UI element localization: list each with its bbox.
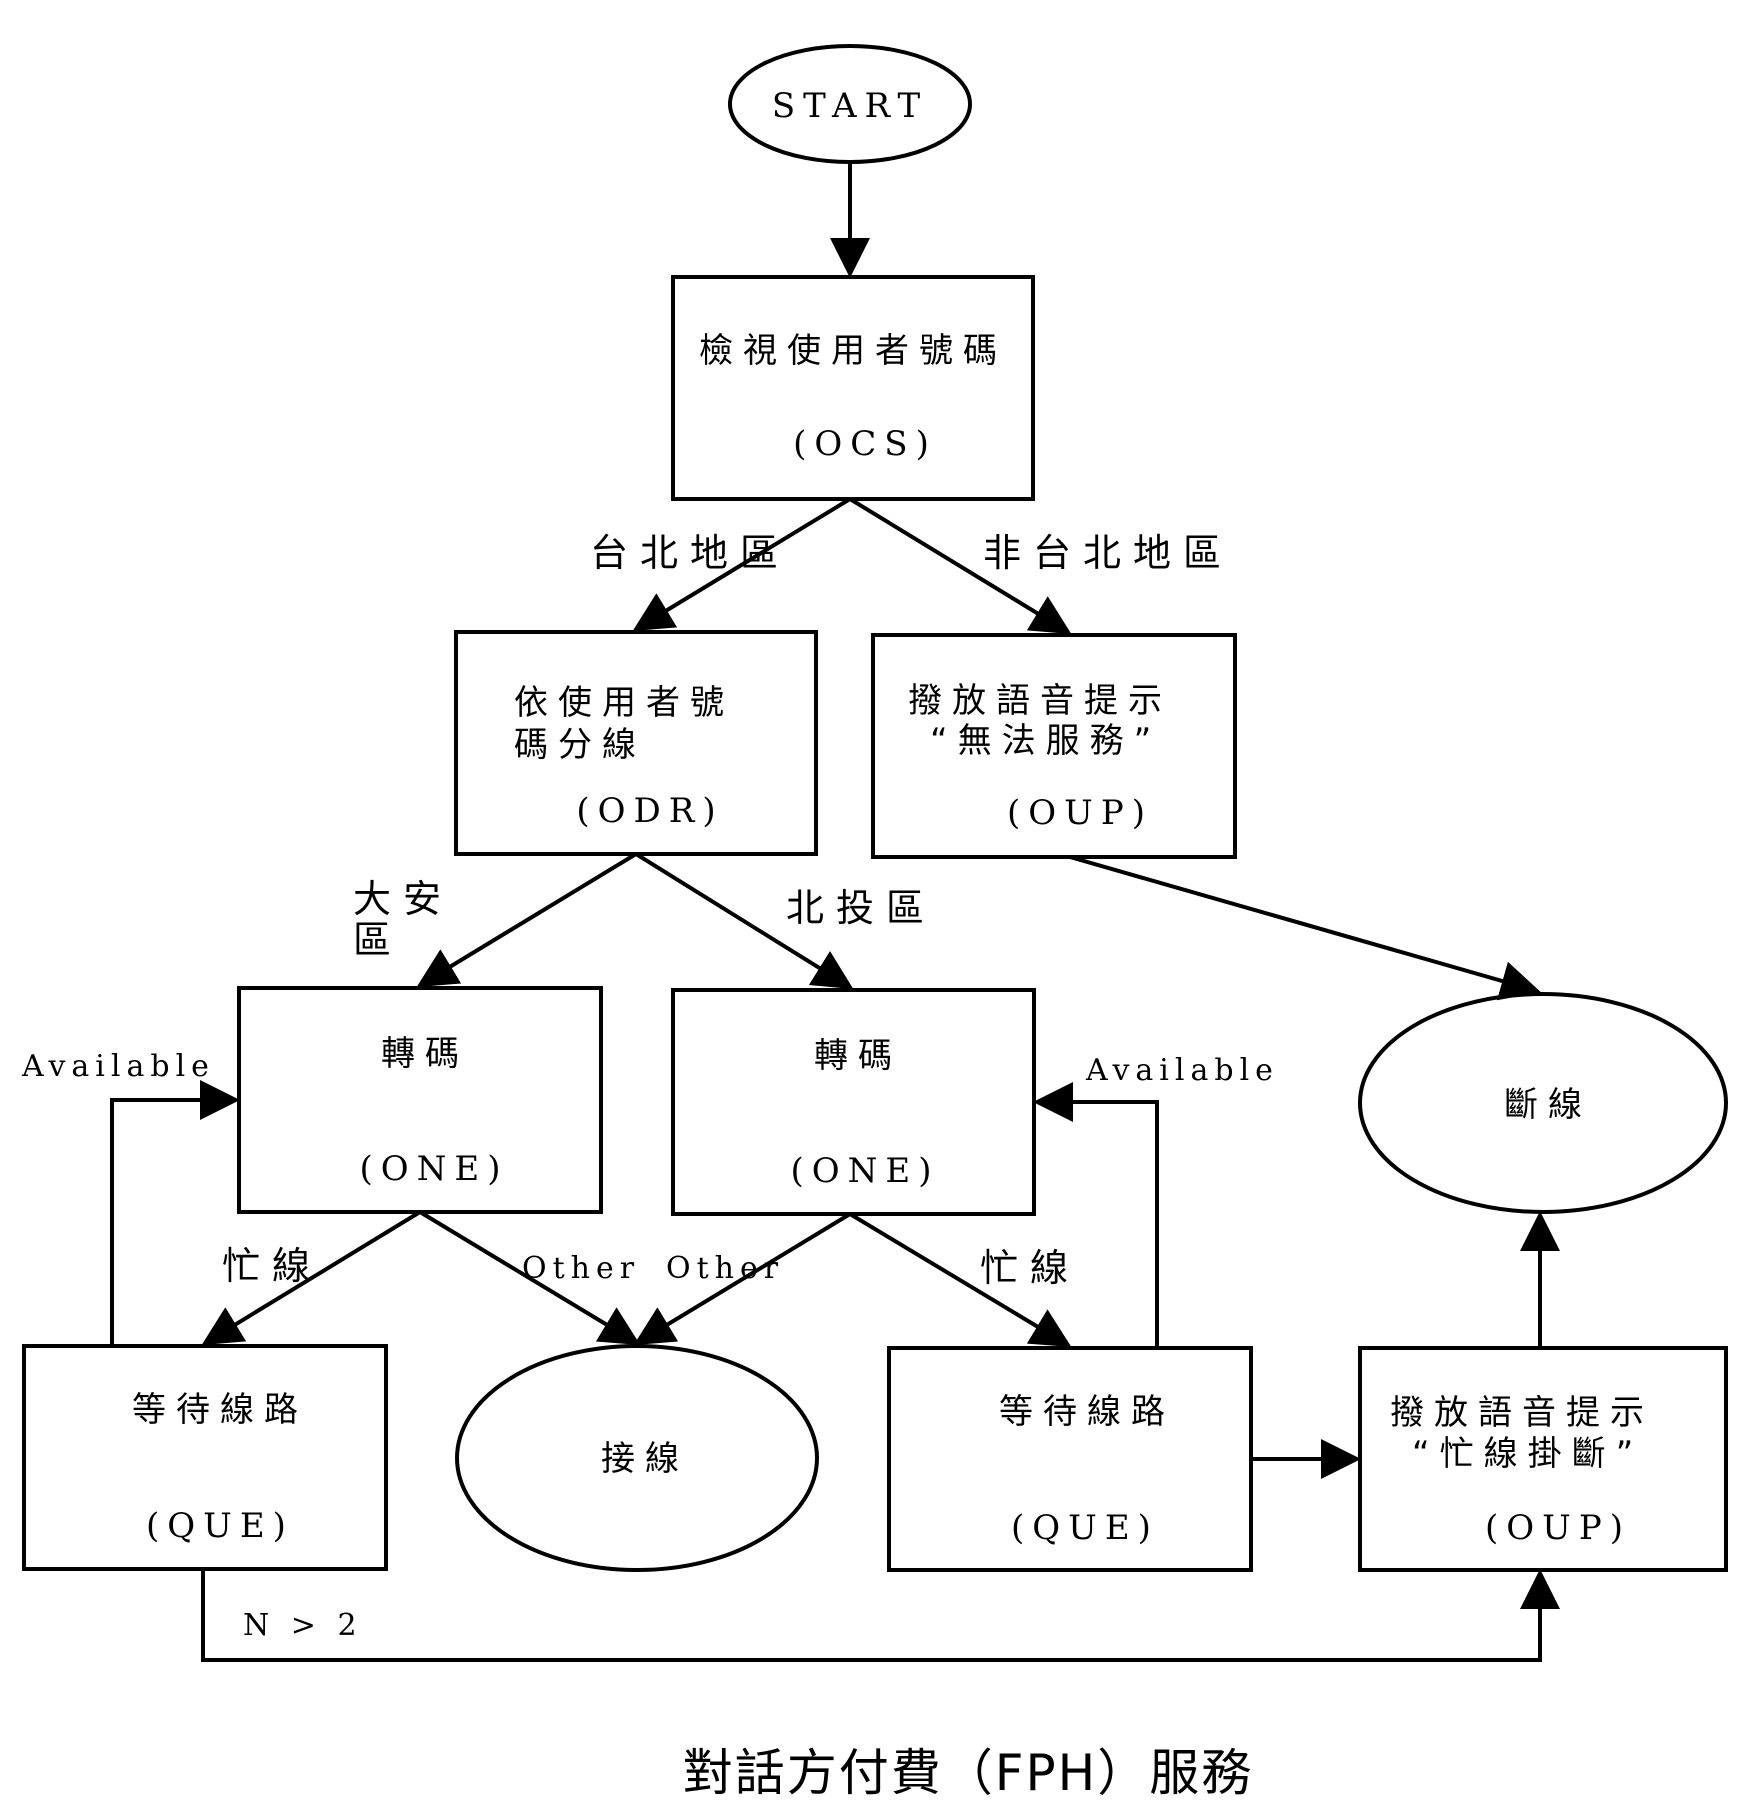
oup2-label-line2: “忙線掛斷” <box>1412 1434 1643 1474</box>
oup2-box <box>1358 1346 1728 1572</box>
label-available-right: Available <box>1085 1053 1279 1088</box>
oup2-code: (OUP) <box>1485 1508 1631 1548</box>
one1-box <box>237 986 603 1214</box>
que1-code: (QUE) <box>146 1506 294 1546</box>
que2-box <box>887 1346 1253 1572</box>
que1-label: 等待線路 <box>132 1390 308 1430</box>
que2-code: (QUE) <box>1011 1508 1159 1548</box>
one2-label: 轉碼 <box>814 1036 902 1076</box>
ocs-code: (OCS) <box>793 424 937 464</box>
odr-label-line1: 依使用者號 <box>514 683 734 723</box>
edge-que2-available-loop <box>1033 1082 1159 1348</box>
label-n-gt-2: N > 2 <box>243 1608 363 1643</box>
label-busy-right: 忙線 <box>980 1246 1080 1290</box>
one2-code: (ONE) <box>791 1151 940 1191</box>
que1-box <box>22 1344 388 1571</box>
connect-node <box>455 1344 819 1572</box>
label-non-taipei: 非台北地區 <box>983 531 1233 575</box>
edge-ocs-odr <box>632 497 852 632</box>
oup1-box <box>871 633 1237 859</box>
one1-label: 轉碼 <box>381 1034 469 1074</box>
edge-odr-one2 <box>634 852 854 990</box>
odr-box <box>454 630 818 856</box>
que2-label: 等待線路 <box>999 1392 1175 1432</box>
start-label: START <box>772 86 928 126</box>
edge-one1-que1 <box>201 1210 422 1346</box>
label-daan-1: 大安 <box>353 877 453 921</box>
edge-que1-available-loop <box>110 1080 240 1346</box>
disconnect-label: 斷線 <box>1504 1085 1592 1125</box>
ocs-box <box>671 275 1035 501</box>
edge-one1-connect <box>418 1210 641 1346</box>
label-daan-2: 區 <box>353 918 403 962</box>
one1-code: (ONE) <box>360 1149 509 1189</box>
edge-one2-que2 <box>848 1212 1072 1348</box>
label-other-right: Other <box>666 1251 784 1286</box>
edge-que1-n-gt-2 <box>201 1569 1560 1662</box>
label-other-left: Other <box>522 1251 640 1286</box>
edge-odr-one1 <box>416 852 638 988</box>
odr-label-line2: 碼分線 <box>514 725 646 765</box>
label-available-left: Available <box>21 1049 215 1084</box>
edge-ocs-oup1 <box>848 497 1072 635</box>
oup1-code: (OUP) <box>1007 793 1153 833</box>
diagram-caption: 對話方付費（FPH）服務 <box>683 1744 1254 1802</box>
oup1-label-line2: “無法服務” <box>930 721 1161 761</box>
oup2-label-line1: 撥放語音提示 <box>1390 1393 1654 1433</box>
edge-oup1-disconnect <box>1069 855 1541 1001</box>
odr-code: (ODR) <box>576 791 723 831</box>
label-beitou: 北投區 <box>786 886 936 930</box>
oup1-label-line1: 撥放語音提示 <box>908 681 1172 721</box>
edge-one2-connect <box>633 1212 852 1346</box>
ocs-label: 檢視使用者號碼 <box>699 331 1007 371</box>
label-taipei: 台北地區 <box>590 531 790 575</box>
connect-label: 接線 <box>601 1439 689 1479</box>
label-busy-left: 忙線 <box>222 1244 322 1288</box>
